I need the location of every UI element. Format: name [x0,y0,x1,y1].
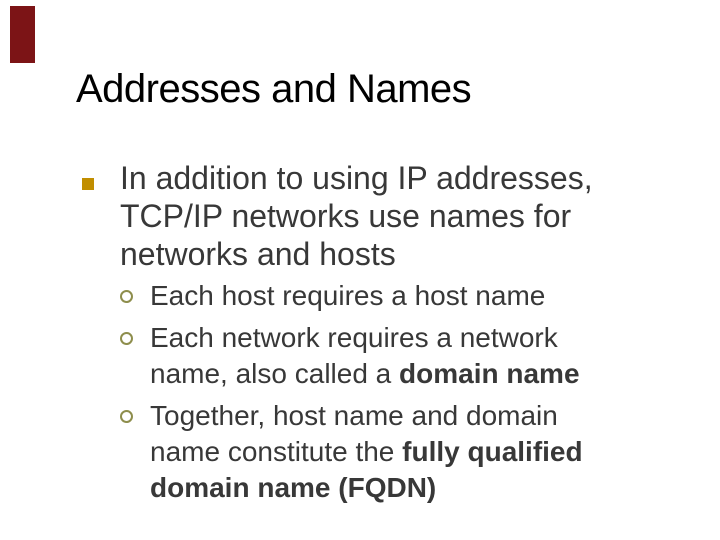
square-bullet-icon [82,178,94,190]
circle-bullet-icon [120,332,133,345]
sub-bullet-bold-text: domain name [399,358,580,389]
slide-title: Addresses and Names [76,67,472,111]
sub-bullet-bold-text: fully qualified domain name (FQDN) [150,436,583,503]
circle-bullet-icon [120,410,133,423]
list-item: Each host requires a host name [120,278,626,314]
list-item: Together, host name and domain name cons… [120,398,626,506]
main-bullet-text: In addition to using IP addresses, TCP/I… [120,160,593,272]
corner-accent-mark [10,6,35,63]
circle-bullet-icon [120,290,133,303]
sub-bullet-list: Each host requires a host name Each netw… [120,278,626,506]
list-item: Each network requires a network name, al… [120,320,626,392]
sub-bullet-text: Each network requires a network name, al… [150,322,558,389]
sub-bullet-text: Together, host name and domain name cons… [150,400,558,467]
sub-bullet-text: Each host requires a host name [150,280,546,311]
